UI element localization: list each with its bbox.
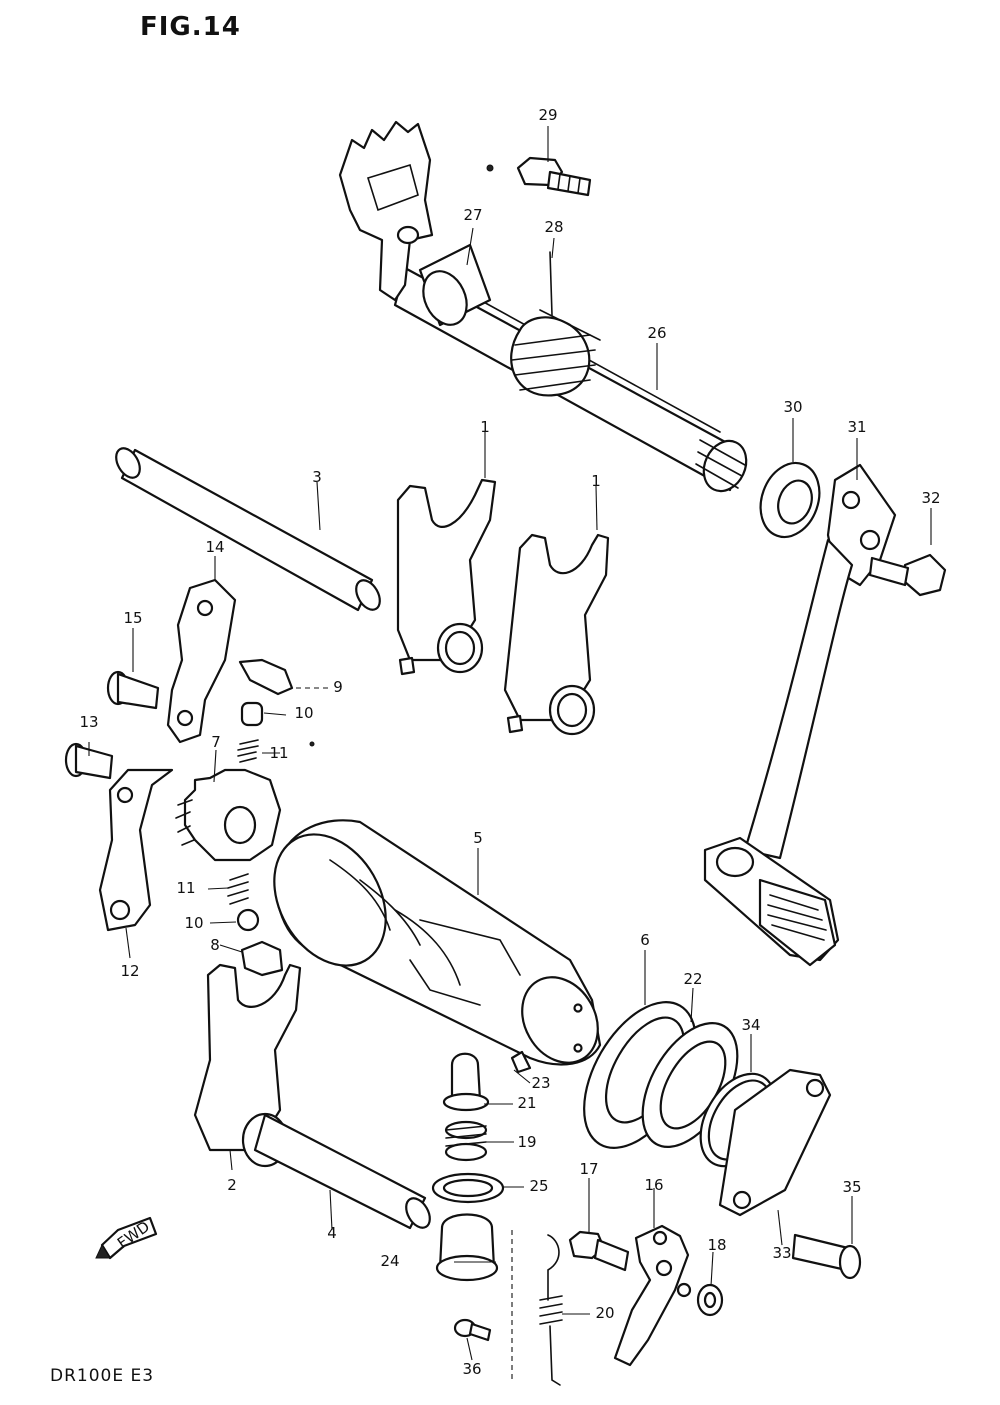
part-label-19: 19 <box>517 1133 536 1151</box>
gearshift-arm <box>338 120 492 327</box>
part-label-13: 13 <box>79 713 98 731</box>
bolt-13 <box>64 742 114 780</box>
pin-10-upper <box>240 701 264 727</box>
part-label-2: 2 <box>227 1176 237 1194</box>
o-ring-25 <box>431 1172 505 1204</box>
screw-36 <box>453 1318 492 1342</box>
part-label-28: 28 <box>544 218 563 236</box>
part-label-4: 4 <box>327 1224 337 1242</box>
cam-guide-16 <box>613 1224 692 1367</box>
part-label-8: 8 <box>210 936 220 954</box>
leader-lines <box>88 126 932 1361</box>
part-label-31: 31 <box>847 418 866 436</box>
model-code: DR100E E3 <box>50 1366 155 1386</box>
bolt-35 <box>791 1233 862 1280</box>
cover-33 <box>718 1068 832 1217</box>
part-label-11: 11 <box>176 879 195 897</box>
figure-title: FIG.14 <box>140 12 241 42</box>
part-label-25: 25 <box>529 1177 548 1195</box>
part-label-15: 15 <box>123 609 142 627</box>
cam-driven-gear-7 <box>175 768 282 862</box>
part-label-18: 18 <box>707 1236 726 1254</box>
part-label-30: 30 <box>783 398 802 416</box>
fork-shaft-4 <box>253 1113 431 1230</box>
cam-stopper-plate-14 <box>166 578 237 744</box>
shift-fork-1a <box>396 478 497 676</box>
spring-20 <box>539 1234 563 1386</box>
spring-11-upper <box>237 739 259 763</box>
pin-10-lower <box>236 908 260 932</box>
part-label-10: 10 <box>294 704 313 722</box>
part-label-1: 1 <box>591 472 601 490</box>
part-label-33: 33 <box>772 1244 791 1262</box>
part-label-26: 26 <box>647 324 666 342</box>
stopper-8 <box>240 940 284 977</box>
bolt-32 <box>868 553 947 597</box>
return-spring <box>510 251 601 397</box>
plug-24 <box>435 1213 499 1282</box>
spring-19 <box>444 1120 488 1162</box>
bolt-15 <box>106 670 160 710</box>
gearshift-lever <box>703 463 897 967</box>
washer-18 <box>696 1283 724 1317</box>
part-label-21: 21 <box>517 1094 536 1112</box>
cam-stopper-9 <box>238 658 294 696</box>
part-label-3: 3 <box>312 468 322 486</box>
fork-shaft-3 <box>115 447 381 612</box>
contact-21 <box>442 1052 490 1112</box>
oil-seal-30 <box>759 461 821 539</box>
part-label-14: 14 <box>205 538 224 556</box>
part-label-12: 12 <box>120 962 139 980</box>
shift-fork-1b <box>503 533 610 736</box>
part-label-36: 36 <box>462 1360 481 1378</box>
part-label-17: 17 <box>579 1160 598 1178</box>
part-label-6: 6 <box>640 931 650 949</box>
part-label-11: 11 <box>269 744 288 762</box>
bolt-17 <box>568 1230 630 1272</box>
part-label-7: 7 <box>211 733 221 751</box>
part-label-29: 29 <box>538 106 557 124</box>
part-label-23: 23 <box>531 1074 550 1092</box>
part-label-34: 34 <box>741 1016 760 1034</box>
part-label-20: 20 <box>595 1304 614 1322</box>
part-label-32: 32 <box>921 489 940 507</box>
fwd-arrow-icon <box>95 1216 158 1260</box>
part-label-9: 9 <box>333 678 343 696</box>
part-label-16: 16 <box>644 1176 663 1194</box>
part-label-27: 27 <box>463 206 482 224</box>
part-label-10: 10 <box>184 914 203 932</box>
part-label-35: 35 <box>842 1178 861 1196</box>
cam-plate-12 <box>98 768 174 932</box>
spring-11-lower <box>227 873 249 905</box>
bolt-29 <box>516 156 592 197</box>
part-label-1: 1 <box>480 418 490 436</box>
gear-shift-cam-5 <box>273 819 602 1074</box>
part-number-labels: 1123456789101011111213141516171819202122… <box>79 106 940 1378</box>
part-label-24: 24 <box>380 1252 399 1270</box>
part-label-5: 5 <box>473 829 483 847</box>
part-label-22: 22 <box>683 970 702 988</box>
